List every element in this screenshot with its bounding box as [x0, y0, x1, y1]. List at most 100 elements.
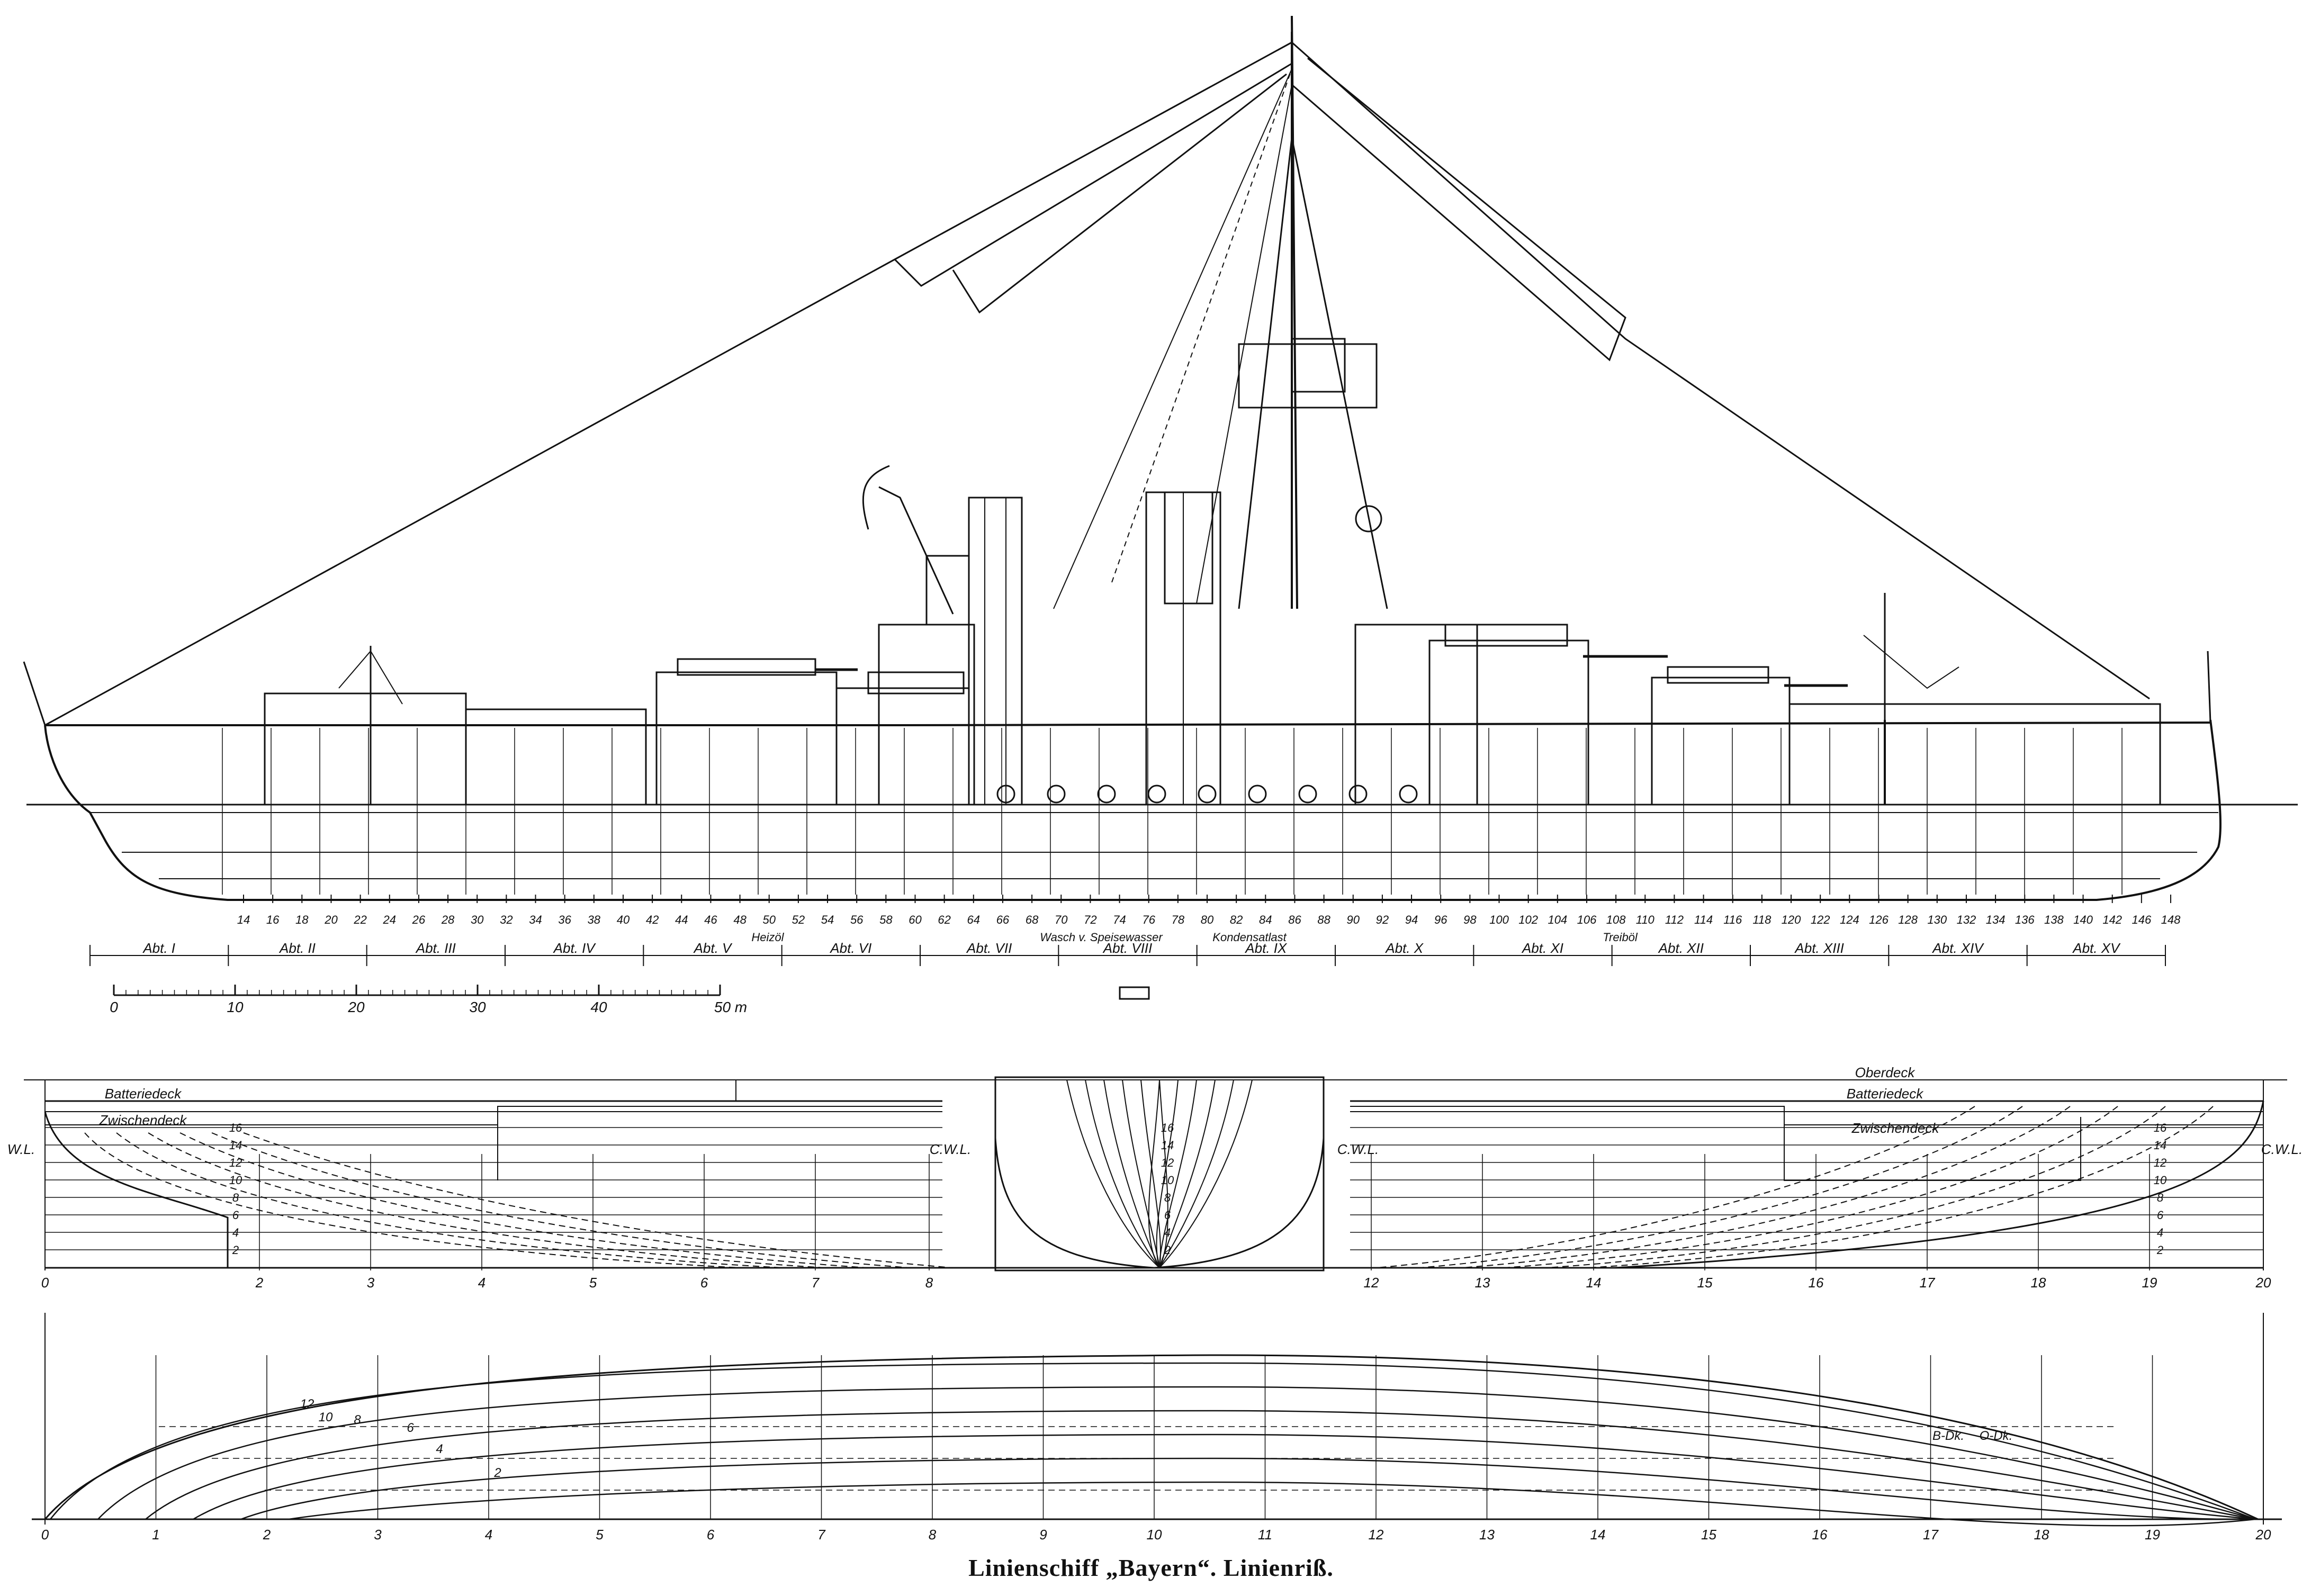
frame-number: 104 [1548, 913, 1567, 926]
frame-number: 22 [353, 913, 366, 926]
waterline-number: 16 [2154, 1121, 2167, 1134]
deck-line [1350, 1106, 2263, 1125]
deckhouse-roof [867, 671, 965, 695]
station-number: 16 [1809, 1275, 1824, 1291]
frame-number: 52 [792, 913, 805, 926]
boat-crane [862, 465, 890, 530]
frame-number: 122 [1811, 913, 1830, 926]
buttock-line [1588, 1106, 2214, 1268]
frame-number: 76 [1142, 913, 1155, 926]
buttock-line [243, 1132, 954, 1268]
midship-section-frame [994, 1076, 1325, 1272]
frame-number: 98 [1463, 913, 1477, 926]
frame-number: 132 [1957, 913, 1976, 926]
station-number: 7 [812, 1275, 820, 1291]
station-number: 8 [929, 1527, 937, 1543]
curve-label: 6 [407, 1421, 414, 1435]
forward-superstructure [264, 692, 467, 806]
waterline-number: 4 [2157, 1226, 2163, 1239]
station-number: 8 [925, 1275, 933, 1291]
frame-number: 110 [1636, 913, 1655, 926]
waterline-number: 8 [2157, 1191, 2164, 1204]
boiler-icon [1097, 785, 1116, 804]
curve-label: O-Dk. [1980, 1429, 2013, 1443]
main-mast [1291, 15, 1298, 609]
waterline-number: 16 [229, 1121, 242, 1134]
scale-label: 50 m [714, 999, 747, 1015]
waterline-curve [288, 1481, 2256, 1527]
section-curve [1085, 1079, 1160, 1268]
frame-number: 28 [441, 913, 455, 926]
frame-number: 20 [324, 913, 338, 926]
station-number: 18 [2034, 1527, 2049, 1543]
boiler-icon [1399, 785, 1418, 804]
station-number: 19 [2142, 1275, 2157, 1291]
boiler-icon [1147, 785, 1166, 804]
compartment-label: Abt. XII [1658, 940, 1704, 956]
frame-number: 56 [850, 913, 864, 926]
compartment-label: Abt. XIII [1794, 940, 1844, 956]
scale-label: 0 [110, 999, 118, 1015]
waterline-curve [50, 1362, 2256, 1520]
frame-number: 66 [996, 913, 1010, 926]
spotting-top [1291, 338, 1346, 393]
buttock-line [1503, 1106, 2118, 1268]
compartment-label: Abt. X [1384, 940, 1424, 956]
wireless-antenna [44, 41, 1292, 726]
frame-number: 100 [1489, 913, 1509, 926]
frame-number: 74 [1113, 913, 1126, 926]
station-number: 13 [1479, 1527, 1495, 1543]
stern-flagstaff [2207, 651, 2211, 723]
frame-number: 84 [1259, 913, 1272, 926]
frame-number: 88 [1317, 913, 1330, 926]
frame-number: 112 [1665, 913, 1684, 926]
frame-number: 146 [2132, 913, 2151, 926]
frame-number: 120 [1782, 913, 1801, 926]
bow-jack-staff [23, 661, 46, 726]
frame-number: 106 [1577, 913, 1597, 926]
drawing-caption: Linienschiff „Bayern“. Linienriß. [968, 1554, 1334, 1581]
station-number: 6 [707, 1527, 715, 1543]
buttock-line [1545, 1106, 2166, 1268]
station-number: 4 [485, 1527, 492, 1543]
compartment-label: Abt. VII [966, 940, 1012, 956]
curve-label: 10 [319, 1410, 333, 1424]
boiler-icon [1348, 785, 1368, 804]
frame-number: 96 [1434, 913, 1447, 926]
station-number: 9 [1039, 1527, 1047, 1543]
station-number: 15 [1701, 1527, 1716, 1543]
frame-number: 68 [1026, 913, 1039, 926]
waterline-number: 10 [229, 1174, 242, 1187]
stay-line [1053, 68, 1292, 609]
frame-number: 124 [1840, 913, 1859, 926]
midship-section [994, 1138, 1325, 1269]
frame-number: 44 [675, 913, 688, 926]
deck-outline [44, 1354, 2259, 1520]
frame-number: 134 [1986, 913, 2006, 926]
buttock-line [1376, 1106, 1975, 1268]
waterline-curve [97, 1386, 2256, 1520]
compartment-label: Abt. IX [1244, 940, 1288, 956]
frame-number: 148 [2161, 913, 2181, 926]
frame-number: 30 [471, 913, 484, 926]
waterline-number: 6 [2157, 1209, 2164, 1222]
waterline-number: 2 [232, 1243, 239, 1257]
frame-number: 36 [558, 913, 571, 926]
compartment-label: Abt. VI [829, 940, 871, 956]
deck-label-zwischendeck: Zwischendeck [1851, 1120, 1940, 1136]
antenna-spreader [894, 62, 1292, 287]
buttock-line [1418, 1106, 2023, 1268]
buttock-line [1461, 1106, 2071, 1268]
section-curve [1122, 1079, 1160, 1268]
section-curve [1159, 1079, 1234, 1268]
compartment-label: Abt. IV [553, 940, 597, 956]
compartment-label: Abt. III [415, 940, 456, 956]
frame-number: 118 [1752, 913, 1772, 926]
frame-number: 78 [1172, 913, 1185, 926]
frame-number: 142 [2102, 913, 2122, 926]
station-number: 15 [1697, 1275, 1713, 1291]
waterline-number: 8 [232, 1191, 239, 1204]
turret-A-roof [677, 658, 816, 676]
station-number: 19 [2145, 1527, 2160, 1543]
